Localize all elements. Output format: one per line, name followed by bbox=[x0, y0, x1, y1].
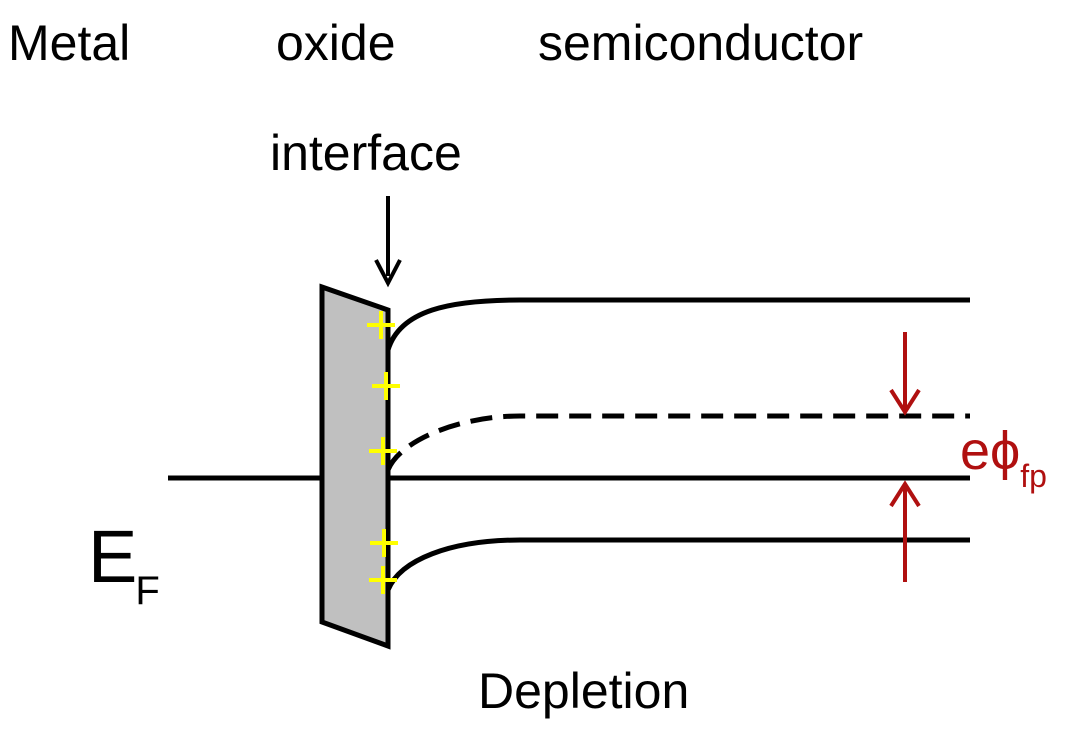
charge-plus-4 bbox=[370, 529, 398, 557]
intrinsic-level-dashed bbox=[385, 413, 970, 472]
charge-plus-5 bbox=[369, 566, 397, 594]
fermi-level-sub: F bbox=[135, 569, 160, 613]
semiconductor-label: semiconductor bbox=[538, 15, 864, 71]
interface-arrowhead bbox=[374, 259, 402, 288]
charge-plus-1 bbox=[367, 311, 395, 339]
phi-arrow-down-head bbox=[889, 388, 921, 416]
conduction-band bbox=[385, 297, 970, 351]
phi-fp-main: eϕ bbox=[960, 421, 1021, 481]
fermi-level-main: E bbox=[88, 515, 138, 598]
oxide-layer bbox=[319, 283, 391, 650]
charge-plus-2 bbox=[372, 372, 400, 400]
phi-arrow-up-head bbox=[889, 480, 921, 508]
phi-fp-arrows bbox=[889, 332, 921, 582]
metal-label: Metal bbox=[8, 15, 131, 71]
phi-fp-sub: fp bbox=[1020, 458, 1047, 494]
interface-charges bbox=[367, 311, 400, 594]
phi-fp-label: eϕfp bbox=[960, 421, 1047, 492]
charge-plus-3 bbox=[369, 437, 397, 465]
interface-label: interface bbox=[270, 125, 462, 181]
oxide-label: oxide bbox=[276, 15, 396, 71]
depletion-label: Depletion bbox=[478, 663, 690, 719]
fermi-level-label: EF bbox=[88, 520, 162, 612]
valence-band bbox=[385, 537, 970, 592]
